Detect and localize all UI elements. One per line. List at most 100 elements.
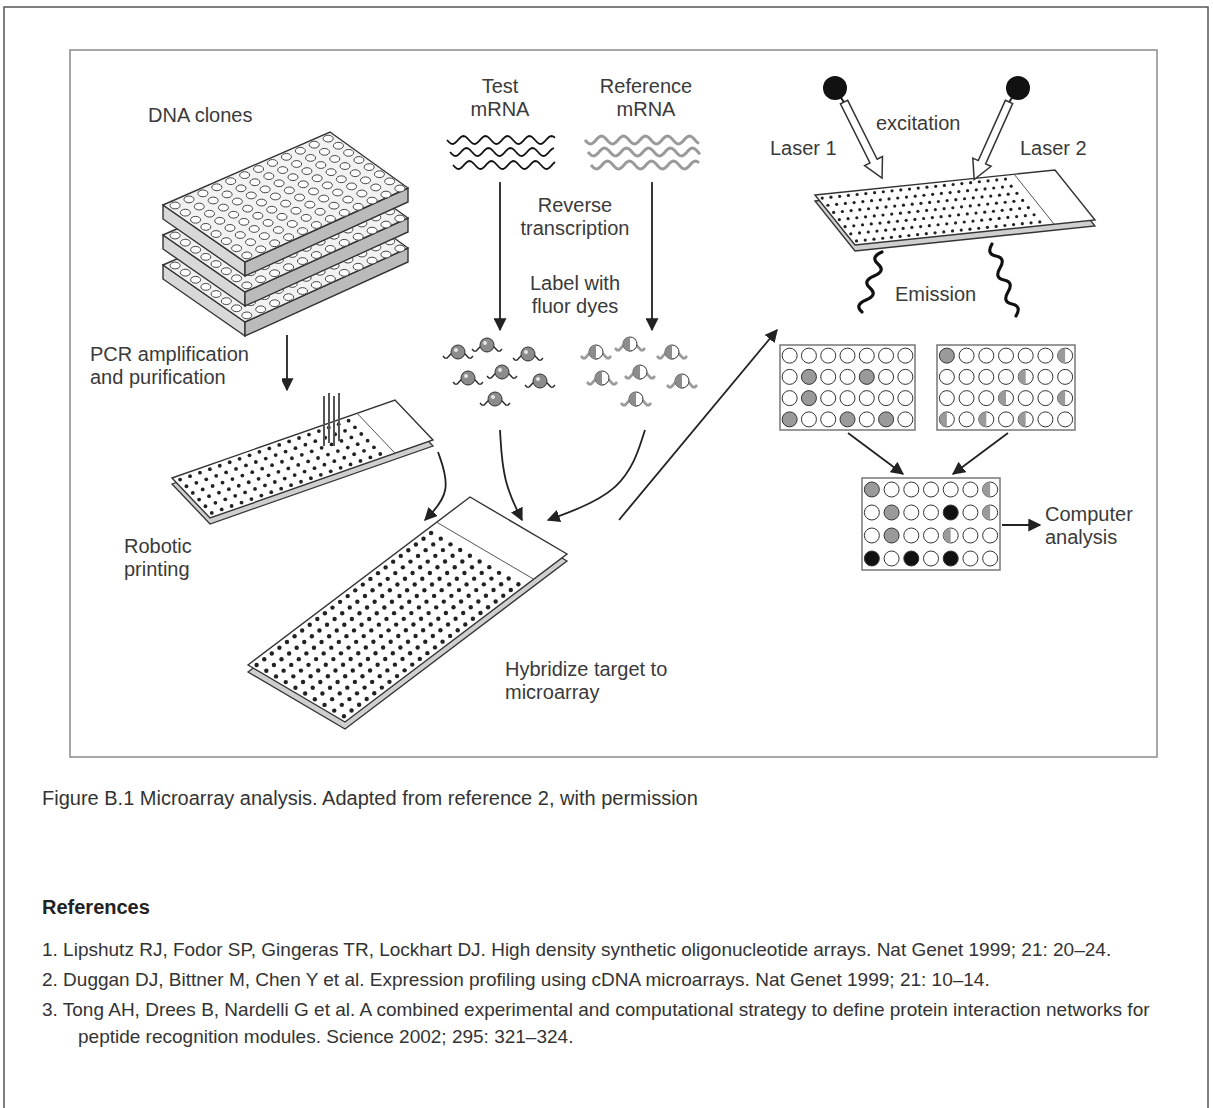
- microarray-slide: [462, 571, 466, 575]
- microarray-slide: [447, 582, 451, 586]
- microarray-slide: [313, 439, 317, 443]
- microtiter-plate: [381, 221, 391, 228]
- microarray-slide: [978, 180, 981, 183]
- microarray-slide: [257, 477, 261, 481]
- microarray-slide: [919, 225, 922, 228]
- microarray-slide: [240, 501, 244, 505]
- microarray-slide: [426, 559, 430, 563]
- microtiter-plate: [311, 282, 321, 289]
- microarray-slide: [957, 213, 960, 216]
- microarray-slide: [360, 674, 364, 678]
- microarray-slide: [400, 657, 404, 661]
- microarray-slide: [315, 617, 319, 621]
- microarray-slide: [471, 617, 475, 621]
- microarray-slide: [390, 600, 394, 604]
- microarray-slide: [277, 470, 281, 474]
- scan-grid: [959, 391, 974, 406]
- microtiter-plate: [191, 276, 201, 283]
- microarray-slide: [858, 231, 861, 234]
- labelled-cdna: [454, 348, 458, 352]
- microarray-slide: [375, 663, 379, 667]
- microtiter-plate: [277, 213, 287, 220]
- microarray-slide: [335, 680, 339, 684]
- reference-mrna-strand: [591, 161, 699, 169]
- microarray-slide: [313, 697, 317, 701]
- microarray-slide: [238, 457, 242, 461]
- scan-grid: [840, 412, 855, 427]
- microarray-slide: [264, 668, 268, 672]
- microarray-slide: [388, 588, 392, 592]
- microarray-slide: [1027, 206, 1030, 209]
- laser-sources: [835, 98, 891, 183]
- scan-grid: [937, 345, 1075, 430]
- microarray-slide: [372, 600, 376, 604]
- microarray-slide: [482, 582, 486, 586]
- microtiter-plate: [239, 218, 249, 225]
- microarray-slide: [468, 554, 472, 558]
- microtiter-plate: [235, 232, 245, 239]
- microarray-slide: [872, 238, 875, 241]
- microarray-slide: [178, 478, 182, 482]
- scan-grid: [983, 505, 990, 520]
- microarray-slide: [992, 210, 995, 213]
- microarray-slide: [351, 668, 355, 672]
- microarray-slide: [1007, 193, 1010, 196]
- microarray-slide: [453, 565, 457, 569]
- scan-grid: [864, 528, 879, 543]
- microarray-slide: [185, 484, 189, 488]
- microarray-slide: [442, 599, 446, 603]
- laser-sources: [823, 76, 1030, 184]
- microarray-slide: [464, 582, 468, 586]
- microarray-slide: [347, 419, 351, 423]
- microtiter-plate: [367, 257, 377, 264]
- microarray-slide: [348, 605, 352, 609]
- microarray-slide: [258, 450, 262, 454]
- microarray-slide: [1006, 216, 1009, 219]
- scan-grid: [859, 348, 874, 363]
- microarray-slide: [821, 197, 824, 200]
- microarray-slide: [986, 179, 989, 182]
- microarray-slide: [316, 456, 320, 460]
- microarray-slide: [381, 645, 385, 649]
- microtiter-plate: [326, 169, 336, 176]
- microarray-slide: [948, 214, 951, 217]
- microarray-slide: [361, 582, 365, 586]
- microarray-slide: [378, 452, 382, 456]
- microtiter-plate: [353, 233, 363, 240]
- microtiter-plate: [242, 252, 252, 259]
- microarray-slide: [335, 628, 339, 632]
- microarray-slide: [284, 450, 288, 454]
- microarray-slide: [440, 639, 444, 643]
- microarray-slide: [850, 209, 853, 212]
- microarray-slide: [922, 217, 925, 220]
- scan-grid: [1018, 348, 1033, 363]
- microarray-slide: [971, 220, 974, 223]
- microarray-slide: [439, 536, 443, 540]
- microarray-slide: [378, 674, 382, 678]
- microarray-slide: [294, 446, 298, 450]
- emission-label: Emission: [895, 283, 981, 306]
- labelled-cdna: [595, 371, 609, 385]
- microarray-slide: [260, 467, 264, 471]
- microarray-slide: [433, 554, 437, 558]
- microarray-slide: [444, 611, 448, 615]
- microtiter-plate: [344, 149, 354, 156]
- microarray-slide: [371, 640, 375, 644]
- microarray-slide: [975, 188, 978, 191]
- microarray-slide: [421, 628, 425, 632]
- scan-grid: [979, 412, 994, 427]
- microarray-slide: [224, 471, 228, 475]
- microarray-slide: [345, 594, 349, 598]
- microtiter-plate: [221, 298, 231, 305]
- scan-grid: [943, 482, 958, 497]
- node-label: Robotic printing: [124, 535, 234, 581]
- microtiter-plate: [170, 262, 180, 269]
- microtiter-plate: [211, 291, 221, 298]
- microarray-slide: [469, 605, 473, 609]
- microarray-slide: [847, 194, 850, 197]
- microarray-slide: [383, 565, 387, 569]
- microtiter-plate: [306, 154, 316, 161]
- microarray-slide: [399, 554, 403, 558]
- microarray-slide: [910, 226, 913, 229]
- microarray-slide: [332, 617, 336, 621]
